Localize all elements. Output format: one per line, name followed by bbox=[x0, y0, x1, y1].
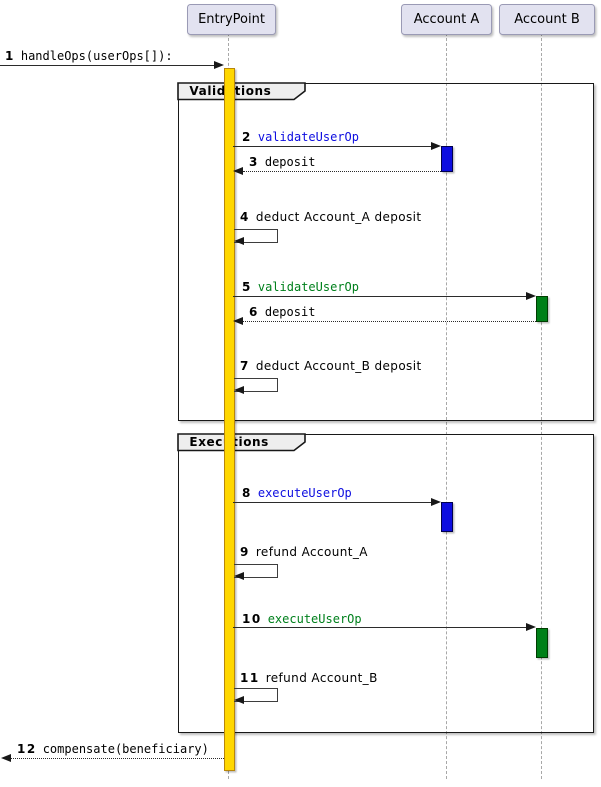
arrowhead-left-icon bbox=[1, 754, 11, 762]
message-number: 7 bbox=[240, 359, 250, 373]
frame-label-pentagon bbox=[177, 433, 307, 452]
message-10-line bbox=[233, 627, 527, 628]
arrowhead-left-icon bbox=[234, 386, 244, 394]
message-text: deposit bbox=[264, 305, 316, 319]
activation-account-b-execute bbox=[536, 628, 548, 658]
arrowhead-left-icon bbox=[233, 317, 243, 325]
message-7-self-loop bbox=[234, 378, 278, 392]
message-12-label: 12 compensate(beneficiary) bbox=[17, 742, 209, 757]
message-2-label: 2 validateUserOp bbox=[242, 130, 359, 145]
arrowhead-right-icon bbox=[526, 623, 536, 631]
participant-account-b: Account B bbox=[499, 4, 595, 35]
participant-label: Account A bbox=[413, 12, 480, 27]
message-number: 1 bbox=[5, 49, 15, 63]
message-5-label: 5 validateUserOp bbox=[242, 280, 359, 295]
message-number: 6 bbox=[249, 305, 259, 319]
message-text: validateUserOp bbox=[257, 280, 360, 294]
message-number: 4 bbox=[240, 210, 250, 224]
activation-account-a-validate bbox=[441, 146, 453, 172]
message-text: deposit bbox=[264, 155, 316, 169]
message-text: handleOps(userOps[]): bbox=[20, 49, 173, 63]
frame-executions: Executions bbox=[177, 433, 594, 733]
activation-entrypoint bbox=[224, 68, 235, 771]
participant-label: Account B bbox=[514, 12, 580, 27]
message-text: executeUserOp bbox=[257, 486, 352, 500]
message-8-line bbox=[233, 502, 432, 503]
message-3-label: 3 deposit bbox=[249, 155, 315, 170]
activation-account-a-execute bbox=[441, 502, 453, 532]
arrowhead-right-icon bbox=[526, 292, 536, 300]
message-text: executeUserOp bbox=[267, 612, 362, 626]
message-9-label: 9 refund Account_A bbox=[240, 545, 368, 560]
message-11-self-loop bbox=[234, 688, 278, 702]
message-number: 2 bbox=[242, 130, 252, 144]
arrowhead-left-icon bbox=[233, 167, 243, 175]
message-4-label: 4 deduct Account_A deposit bbox=[240, 210, 422, 225]
message-text: refund Account_A bbox=[255, 545, 368, 559]
message-1-line bbox=[0, 65, 215, 66]
frame-executions-label: Executions bbox=[177, 433, 307, 452]
message-12-line bbox=[10, 758, 224, 759]
arrowhead-right-icon bbox=[431, 498, 441, 506]
arrowhead-left-icon bbox=[234, 696, 244, 704]
arrowhead-right-icon bbox=[431, 142, 441, 150]
message-11-label: 11 refund Account_B bbox=[240, 671, 378, 686]
message-8-label: 8 executeUserOp bbox=[242, 486, 352, 501]
message-text: deduct Account_B deposit bbox=[255, 359, 422, 373]
message-7-label: 7 deduct Account_B deposit bbox=[240, 359, 422, 374]
message-1-label: 1 handleOps(userOps[]): bbox=[5, 49, 173, 64]
message-4-self-loop bbox=[234, 229, 278, 243]
message-number: 8 bbox=[242, 486, 252, 500]
message-number: 11 bbox=[240, 671, 260, 685]
message-5-line bbox=[233, 296, 527, 297]
message-text: refund Account_B bbox=[265, 671, 378, 685]
message-text: compensate(beneficiary) bbox=[42, 742, 209, 756]
frame-label-pentagon bbox=[177, 82, 307, 101]
message-number: 5 bbox=[242, 280, 252, 294]
message-number: 12 bbox=[17, 742, 37, 756]
message-number: 9 bbox=[240, 545, 250, 559]
message-6-line bbox=[243, 321, 536, 322]
participant-label: EntryPoint bbox=[198, 12, 265, 27]
message-10-label: 10 executeUserOp bbox=[242, 612, 362, 627]
message-text: validateUserOp bbox=[257, 130, 360, 144]
message-text: deduct Account_A deposit bbox=[255, 210, 422, 224]
lifeline-account-b bbox=[541, 33, 542, 779]
frame-validations-label: Validations bbox=[177, 82, 307, 101]
participant-entrypoint: EntryPoint bbox=[187, 4, 276, 35]
arrowhead-right-icon bbox=[214, 61, 224, 69]
participant-account-a: Account A bbox=[401, 4, 492, 35]
message-6-label: 6 deposit bbox=[249, 305, 315, 320]
message-9-self-loop bbox=[234, 564, 278, 578]
message-3-line bbox=[243, 171, 441, 172]
message-number: 3 bbox=[249, 155, 259, 169]
message-2-line bbox=[233, 146, 432, 147]
message-number: 10 bbox=[242, 612, 262, 626]
activation-account-b-validate bbox=[536, 296, 548, 322]
lifeline-account-a bbox=[446, 33, 447, 779]
arrowhead-left-icon bbox=[234, 237, 244, 245]
arrowhead-left-icon bbox=[234, 572, 244, 580]
